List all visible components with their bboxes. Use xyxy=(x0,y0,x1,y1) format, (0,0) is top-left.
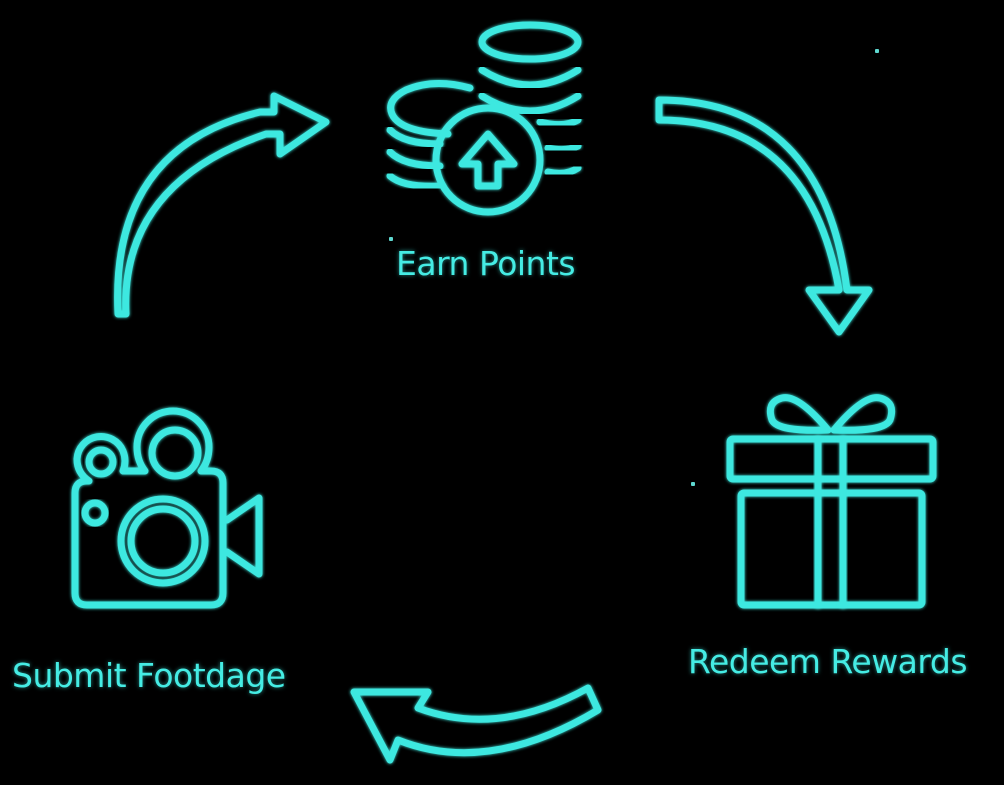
decorative-dot xyxy=(875,49,879,53)
cycle-arrow-down-right xyxy=(655,96,873,336)
step-label-submit-footage: Submit Footdage xyxy=(12,656,286,695)
video-camera-icon xyxy=(71,407,263,609)
cycle-arrow-left xyxy=(350,684,602,764)
coins-arrow-up-icon xyxy=(386,21,582,216)
decorative-dot xyxy=(389,237,393,241)
step-label-redeem-rewards: Redeem Rewards xyxy=(688,642,968,681)
cycle-arrow-up-right xyxy=(114,92,330,318)
step-label-earn-points: Earn Points xyxy=(396,244,576,283)
gift-icon xyxy=(726,394,937,609)
decorative-dot xyxy=(691,482,695,486)
